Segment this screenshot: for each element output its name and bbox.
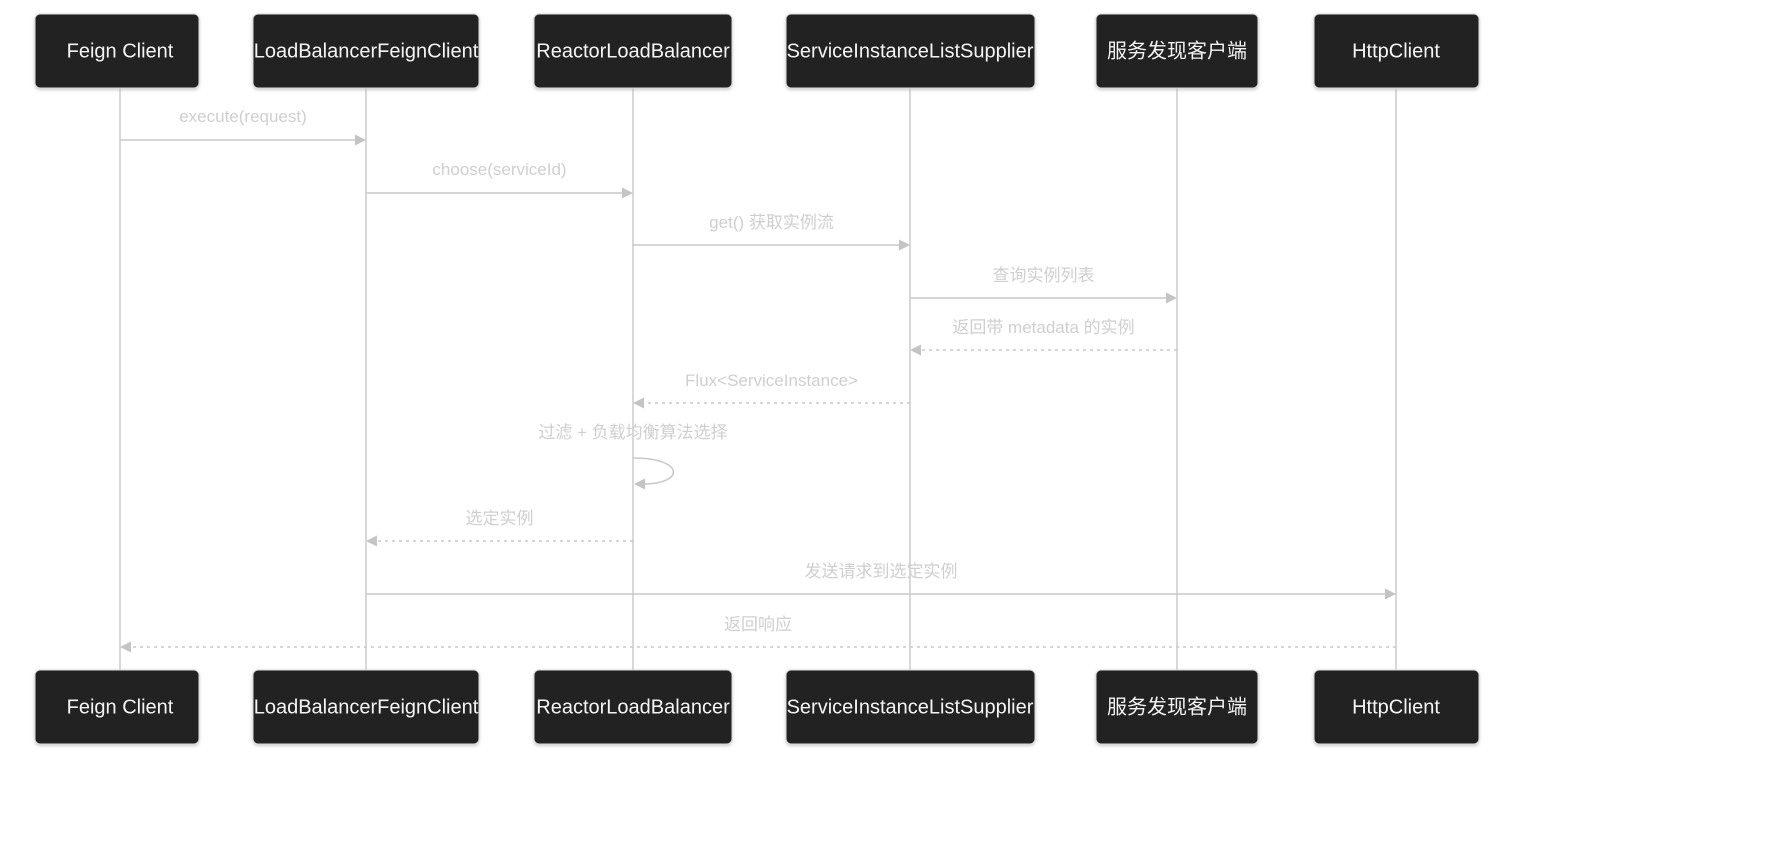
message-1[interactable]: execute(request) [120,107,366,146]
actors-bottom-layer: Feign Client LoadBalancerFeignClient React… [34,669,1480,745]
participant-top-service-instance-list-supplier[interactable]: ServiceInstanceListSupplier [785,13,1036,89]
message-self-loop-path [632,457,675,485]
message-5[interactable]: 返回带 metadata 的实例 [910,318,1177,356]
participant-box [533,13,733,89]
participant-top-feign-client[interactable]: Feign Client [34,13,200,89]
arrow-head [622,187,633,199]
actors-top-layer: Feign Client LoadBalancerFeignClient React… [34,13,1480,89]
participant-top-discovery-client[interactable]: 服务发现客户端 [1095,13,1259,89]
participant-box [34,13,200,89]
message-label: execute(request) [179,107,307,126]
message-4[interactable]: 查询实例列表 [910,266,1177,304]
message-label: 发送请求到选定实例 [805,562,958,581]
participant-label: HttpClient [1352,696,1440,718]
message-label: 过滤 + 负载均衡算法选择 [538,423,727,442]
message-label: Flux<ServiceInstance> [685,371,858,390]
participant-box [34,669,200,745]
participant-bottom-reactor-load-balancer[interactable]: ReactorLoadBalancer [533,669,733,745]
participant-label: Feign Client [67,696,174,718]
message-label: 查询实例列表 [993,266,1095,285]
participant-bottom-feign-client[interactable]: Feign Client [34,669,200,745]
participant-top-http-client[interactable]: HttpClient [1313,13,1480,89]
lifelines-layer [119,88,1397,670]
participant-bottom-discovery-client[interactable]: 服务发现客户端 [1095,669,1259,745]
arrow-head [355,134,366,146]
message-6[interactable]: Flux<ServiceInstance> [633,371,910,409]
participant-label: 服务发现客户端 [1107,695,1247,718]
message-label: 返回响应 [724,615,792,634]
participant-box [1313,13,1480,89]
arrow-head [633,397,644,409]
participant-box [252,13,480,89]
participant-top-loadbalancer-feign-client[interactable]: LoadBalancerFeignClient [252,13,480,89]
message-label: get() 获取实例流 [709,213,834,232]
message-9[interactable]: 发送请求到选定实例 [366,562,1396,600]
participant-box [1095,669,1259,745]
arrow-head [1385,588,1396,600]
participant-box [1095,13,1259,89]
participant-label: ServiceInstanceListSupplier [787,696,1034,718]
arrow-head [899,239,910,251]
participant-label: ServiceInstanceListSupplier [787,40,1034,62]
message-10[interactable]: 返回响应 [120,615,1396,653]
participant-box [785,13,1036,89]
participant-label: ReactorLoadBalancer [536,40,730,62]
participant-box [533,669,733,745]
participant-bottom-service-instance-list-supplier[interactable]: ServiceInstanceListSupplier [785,669,1036,745]
arrow-head [120,641,131,653]
arrow-head [910,344,921,356]
message-7[interactable]: 过滤 + 负载均衡算法选择 [538,423,728,490]
message-8[interactable]: 选定实例 [366,509,633,547]
messages-layer: execute(request) choose(serviceId) get() 获… [120,107,1396,653]
participant-label: Feign Client [67,40,174,62]
participant-box [1313,669,1480,745]
message-label: 选定实例 [466,509,534,528]
message-label: choose(serviceId) [432,160,566,179]
arrow-head [634,478,645,490]
participant-label: 服务发现客户端 [1107,39,1247,62]
message-label: 返回带 metadata 的实例 [952,318,1134,337]
participant-label: LoadBalancerFeignClient [254,696,479,718]
participant-bottom-http-client[interactable]: HttpClient [1313,669,1480,745]
participant-label: HttpClient [1352,40,1440,62]
arrow-head [366,535,377,547]
participant-box [252,669,480,745]
participant-box [785,669,1036,745]
participant-top-reactor-load-balancer[interactable]: ReactorLoadBalancer [533,13,733,89]
participant-label: LoadBalancerFeignClient [254,40,479,62]
message-2[interactable]: choose(serviceId) [366,160,633,199]
arrow-head [1166,292,1177,304]
message-3[interactable]: get() 获取实例流 [633,213,910,251]
participant-bottom-loadbalancer-feign-client[interactable]: LoadBalancerFeignClient [252,669,480,745]
participant-label: ReactorLoadBalancer [536,696,730,718]
